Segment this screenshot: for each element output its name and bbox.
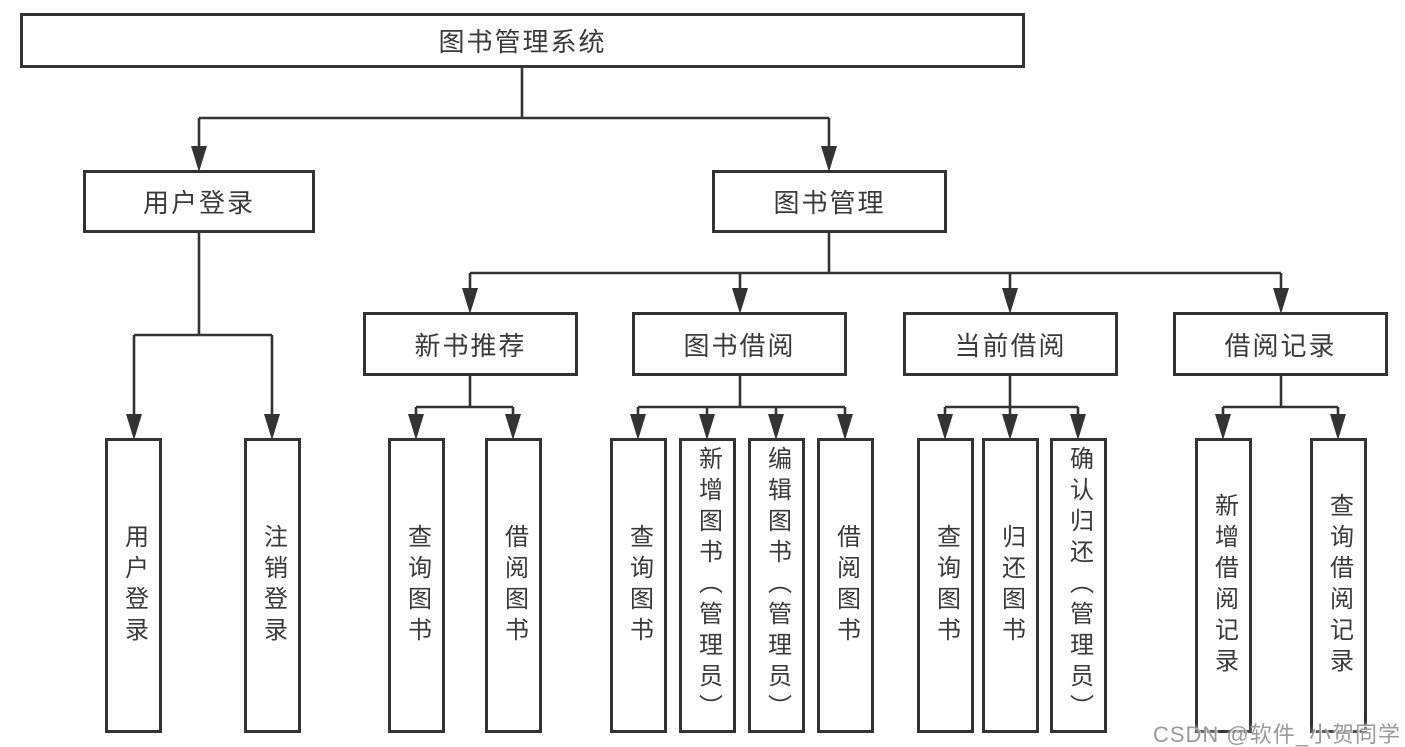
node-new-book-recommend: 新书推荐 xyxy=(363,312,578,376)
leaf-records-add-record-label: 新增借阅记录 xyxy=(1210,492,1238,679)
node-borrowing-records: 借阅记录 xyxy=(1173,312,1388,376)
leaf-recommend-query-books: 查询图书 xyxy=(388,438,445,733)
leaf-current-query-books-label: 查询图书 xyxy=(932,523,960,648)
leaf-user-login: 用户登录 xyxy=(105,438,162,733)
leaf-borrowing-borrow-books: 借阅图书 xyxy=(817,438,874,733)
csdn-watermark: CSDN @软件_小贺同学 xyxy=(1152,722,1401,747)
leaf-records-query-record-label: 查询借阅记录 xyxy=(1325,492,1353,679)
leaf-current-return-books: 归还图书 xyxy=(982,438,1039,733)
node-current-borrowing: 当前借阅 xyxy=(903,312,1118,376)
leaf-current-return-books-label: 归还图书 xyxy=(997,523,1025,648)
leaf-current-confirm-return-admin-label: 确认归还（管理员） xyxy=(1065,446,1093,725)
leaf-recommend-borrow-books-label: 借阅图书 xyxy=(500,523,528,648)
node-book-management: 图书管理 xyxy=(712,170,947,233)
node-book-borrowing: 图书借阅 xyxy=(632,312,847,376)
leaf-current-query-books: 查询图书 xyxy=(917,438,974,733)
leaf-borrowing-edit-books-admin-label: 编辑图书（管理员） xyxy=(763,446,791,725)
node-root: 图书管理系统 xyxy=(20,13,1025,68)
leaf-borrowing-add-books-admin: 新增图书（管理员） xyxy=(679,438,736,733)
leaf-user-login-label: 用户登录 xyxy=(120,523,148,648)
leaf-logout: 注销登录 xyxy=(244,438,301,733)
leaf-records-query-record: 查询借阅记录 xyxy=(1310,438,1367,733)
leaf-records-add-record: 新增借阅记录 xyxy=(1195,438,1252,733)
leaf-recommend-query-books-label: 查询图书 xyxy=(403,523,431,648)
leaf-recommend-borrow-books: 借阅图书 xyxy=(485,438,542,733)
leaf-current-confirm-return-admin: 确认归还（管理员） xyxy=(1050,438,1107,733)
node-user-login: 用户登录 xyxy=(83,170,315,233)
leaf-borrowing-query-books: 查询图书 xyxy=(610,438,667,733)
leaf-borrowing-edit-books-admin: 编辑图书（管理员） xyxy=(748,438,805,733)
leaf-borrowing-add-books-admin-label: 新增图书（管理员） xyxy=(694,446,722,725)
leaf-logout-label: 注销登录 xyxy=(259,523,287,648)
leaf-borrowing-query-books-label: 查询图书 xyxy=(625,523,653,648)
leaf-borrowing-borrow-books-label: 借阅图书 xyxy=(832,523,860,648)
